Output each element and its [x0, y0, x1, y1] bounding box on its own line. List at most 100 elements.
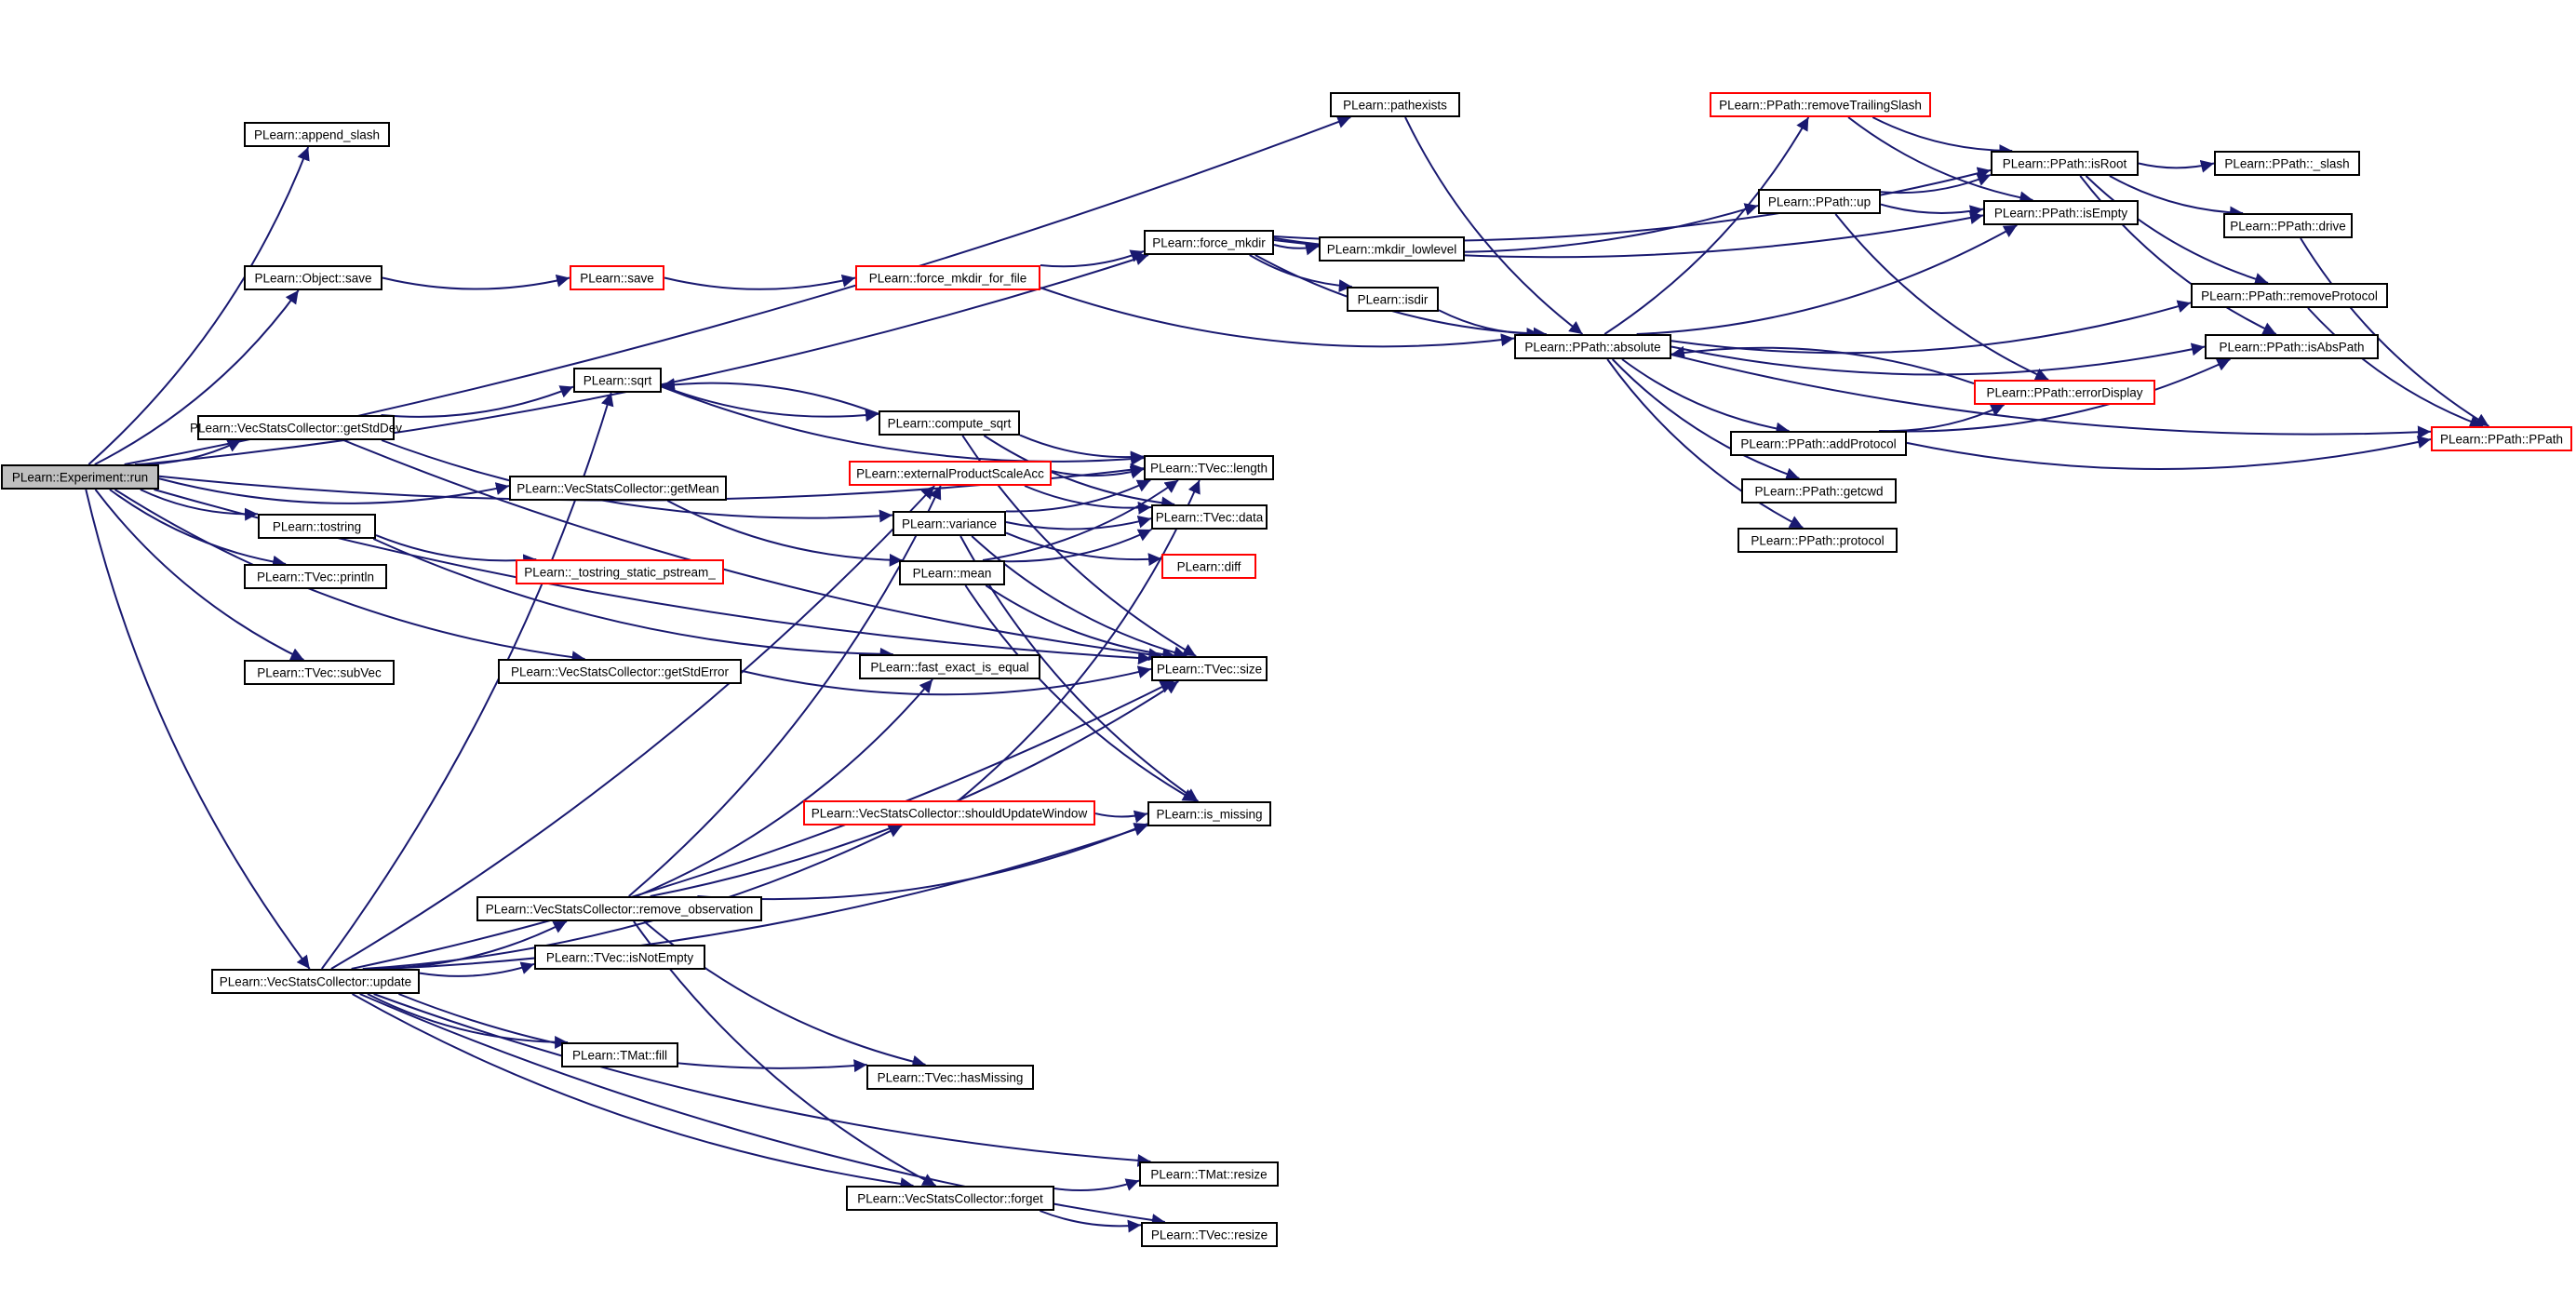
node-box	[1347, 287, 1439, 312]
edge-line	[158, 477, 510, 504]
node-tvec-length[interactable]: PLearn::TVec::length	[1144, 455, 1274, 480]
edge-absolute-to-addProtocol	[1621, 358, 1790, 436]
node-tvec-resize[interactable]: PLearn::TVec::resize	[1141, 1222, 1278, 1247]
node-tostring-static[interactable]: PLearn::_tostring_static_pstream_	[516, 559, 724, 584]
node-run[interactable]: PLearn::Experiment::run	[1, 464, 159, 490]
node-box	[244, 265, 382, 290]
edge-line	[94, 489, 304, 661]
node-getcwd[interactable]: PLearn::PPath::getcwd	[1741, 478, 1897, 503]
edge-line	[1051, 465, 1145, 479]
node-ppath[interactable]: PLearn::PPath::PPath	[2431, 426, 2572, 451]
edge-compute_sqrt-to-tvec_length	[1019, 434, 1145, 464]
node-absolute[interactable]: PLearn::PPath::absolute	[1514, 334, 1671, 359]
edge-line	[1053, 1178, 1140, 1192]
node-shouldUpdateWindow[interactable]: PLearn::VecStatsCollector::shouldUpdateW…	[803, 800, 1095, 825]
node-force-mkdir[interactable]: PLearn::force_mkdir	[1144, 230, 1274, 255]
node-getStdError[interactable]: PLearn::VecStatsCollector::getStdError	[498, 659, 742, 684]
node-box	[892, 511, 1006, 536]
edge-getStdDev-to-sqrt	[381, 385, 574, 418]
edge-force_mkdir_for_file-to-absolute	[1040, 287, 1515, 348]
edge-run-to-subVec	[94, 489, 304, 661]
node-label: PLearn::TVec::hasMissing	[878, 1071, 1024, 1085]
node-externalProductScaleAcc[interactable]: PLearn::externalProductScaleAcc	[849, 461, 1052, 486]
node-tvec-size[interactable]: PLearn::TVec::size	[1151, 656, 1268, 681]
node-isEmpty[interactable]: PLearn::PPath::isEmpty	[1983, 200, 2139, 225]
node-tmat-resize[interactable]: PLearn::TMat::resize	[1139, 1161, 1279, 1187]
edge-line	[661, 378, 879, 415]
edge-mean-to-is_missing	[964, 584, 1197, 802]
node-mean[interactable]: PLearn::mean	[899, 560, 1005, 585]
edge-update-to-externalProductScaleAcc	[330, 485, 935, 970]
node-label: PLearn::append_slash	[254, 128, 380, 142]
node-isAbsPath[interactable]: PLearn::PPath::isAbsPath	[2205, 334, 2379, 359]
node-compute-sqrt[interactable]: PLearn::compute_sqrt	[879, 410, 1020, 436]
node-save[interactable]: PLearn::save	[570, 265, 664, 290]
node-box	[1141, 1222, 1278, 1247]
node-label: PLearn::PPath::_slash	[2224, 157, 2349, 171]
node-protocol[interactable]: PLearn::PPath::protocol	[1737, 528, 1898, 553]
edge-removeTrailingSlash-to-isEmpty	[1847, 116, 2033, 205]
node-label: PLearn::TVec::data	[1156, 511, 1264, 525]
node-subVec[interactable]: PLearn::TVec::subVec	[244, 660, 395, 685]
node-label: PLearn::variance	[902, 517, 997, 531]
node-box	[899, 560, 1005, 585]
node-forget[interactable]: PLearn::VecStatsCollector::forget	[846, 1186, 1054, 1211]
node-force-mkdir-for-file[interactable]: PLearn::force_mkdir_for_file	[855, 265, 1040, 290]
edge-update-to-isNotEmpty	[419, 961, 535, 977]
edge-line	[1094, 810, 1148, 824]
edge-absolute-to-protocol	[1606, 358, 1804, 529]
node-label: PLearn::mkdir_lowlevel	[1327, 243, 1457, 257]
node-removeProtocol[interactable]: PLearn::PPath::removeProtocol	[2191, 283, 2388, 308]
edge-update-to-tmat_fill	[367, 993, 569, 1049]
node-println[interactable]: PLearn::TVec::println	[244, 564, 387, 589]
node-sqrt[interactable]: PLearn::sqrt	[573, 368, 662, 393]
node-box	[1710, 92, 1931, 117]
node-obj-save[interactable]: PLearn::Object::save	[244, 265, 382, 290]
node--slash[interactable]: PLearn::PPath::_slash	[2214, 151, 2360, 176]
node-hasMissing[interactable]: PLearn::TVec::hasMissing	[866, 1065, 1034, 1090]
node-tostring[interactable]: PLearn::tostring	[258, 514, 376, 539]
edge-line	[661, 384, 879, 423]
node-box	[1737, 528, 1898, 553]
node-up[interactable]: PLearn::PPath::up	[1758, 189, 1881, 214]
edge-line	[661, 385, 1145, 466]
node-box	[1319, 236, 1465, 262]
node-mkdir-lowlevel[interactable]: PLearn::mkdir_lowlevel	[1319, 236, 1465, 262]
edge-line	[2085, 175, 2269, 286]
edge-line	[1670, 345, 1975, 385]
edge-line	[666, 500, 903, 567]
edge-absolute-to-removeTrailingSlash	[1603, 116, 1810, 335]
node-append-slash[interactable]: PLearn::append_slash	[244, 122, 390, 147]
node-isRoot[interactable]: PLearn::PPath::isRoot	[1991, 151, 2139, 176]
node-box	[1330, 92, 1460, 117]
node-errorDisplay[interactable]: PLearn::PPath::errorDisplay	[1974, 380, 2155, 405]
node-tmat-fill[interactable]: PLearn::TMat::fill	[561, 1042, 678, 1067]
node-getStdDev[interactable]: PLearn::VecStatsCollector::getStdDev	[190, 415, 402, 440]
node-fast-exact-is-equal[interactable]: PLearn::fast_exact_is_equal	[859, 654, 1040, 679]
node-box	[197, 415, 395, 440]
node-remove-observation[interactable]: PLearn::VecStatsCollector::remove_observ…	[476, 896, 762, 921]
node-tvec-data[interactable]: PLearn::TVec::data	[1151, 504, 1268, 530]
edge-getStdDev-to-variance	[381, 439, 893, 523]
node-isNotEmpty[interactable]: PLearn::TVec::isNotEmpty	[534, 945, 705, 970]
node-getMean[interactable]: PLearn::VecStatsCollector::getMean	[509, 476, 727, 501]
node-isdir[interactable]: PLearn::isdir	[1347, 287, 1439, 312]
node-drive[interactable]: PLearn::PPath::drive	[2223, 213, 2353, 238]
edge-tostring-to-tostring_static	[375, 534, 537, 568]
node-update[interactable]: PLearn::VecStatsCollector::update	[211, 969, 420, 994]
node-pathexists[interactable]: PLearn::pathexists	[1330, 92, 1460, 117]
node-is-missing[interactable]: PLearn::is_missing	[1147, 801, 1271, 826]
edge-line	[1611, 358, 1800, 481]
node-addProtocol[interactable]: PLearn::PPath::addProtocol	[1730, 431, 1907, 456]
edge-line	[982, 479, 1179, 561]
edge-line	[1404, 116, 1584, 335]
node-removeTrailingSlash[interactable]: PLearn::PPath::removeTrailingSlash	[1710, 92, 1931, 117]
node-diff[interactable]: PLearn::diff	[1161, 554, 1256, 579]
node-label: PLearn::isdir	[1358, 293, 1429, 307]
edge-pathexists-to-absolute	[1404, 116, 1584, 335]
node-variance[interactable]: PLearn::variance	[892, 511, 1006, 536]
edge-update-to-tmat_resize	[373, 993, 1151, 1167]
edge-line	[1438, 309, 1540, 342]
edge-line	[114, 489, 585, 664]
edge-drive-to-ppath	[2300, 237, 2489, 427]
